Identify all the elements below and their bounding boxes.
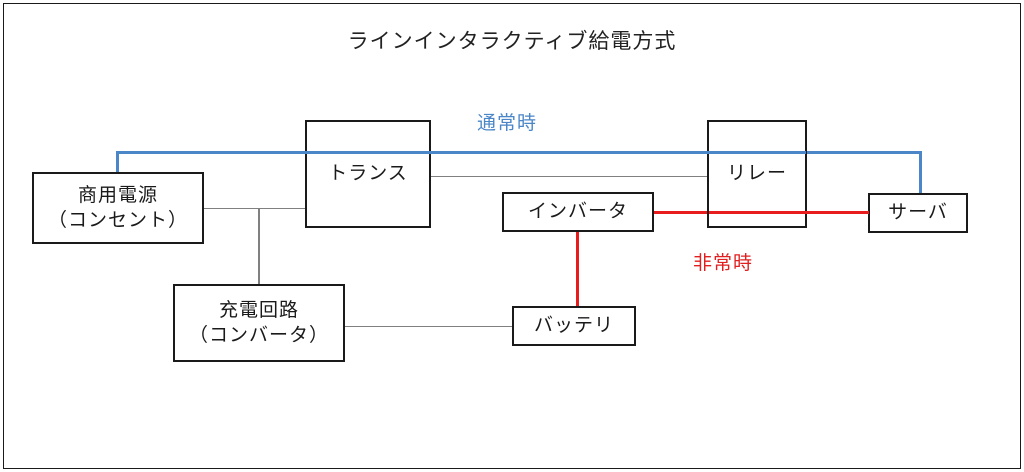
wire-normal-main-run [116,151,806,154]
node-inverter[interactable]: インバータ [502,192,654,232]
node-charger-line2: （コンバータ） [188,324,329,346]
wire-emergency-inverter-to-relay [653,211,709,214]
wire-charger-to-battery [345,325,513,327]
node-battery-label: バッテリ [533,314,614,337]
node-charger-line1: 充電回路 [218,298,299,321]
wire-emergency-relay-to-server [709,211,869,214]
node-inverter-label: インバータ [527,200,628,223]
wire-mains-branch-down [258,207,260,285]
node-transformer[interactable]: トランス [305,120,431,228]
node-server-label: サーバ [888,201,948,224]
node-relay-label: リレー [726,162,787,185]
legend-emergency-label: 非常時 [693,252,754,274]
node-transformer-label: トランス [328,162,408,185]
wire-emergency-battery-to-inverter [576,231,579,307]
wire-mains-to-transformer [204,207,307,209]
node-relay[interactable]: リレー [707,120,807,228]
wire-transformer-to-relay [430,175,708,177]
node-mains-line2: （コンセント） [47,209,188,231]
wire-normal-relay-to-server-run [806,151,922,154]
node-charger[interactable]: 充電回路 （コンバータ） [173,284,345,362]
node-mains[interactable]: 商用電源 （コンセント） [32,172,204,244]
wire-normal-mains-riser [116,151,119,173]
diagram-title: ラインインタラクティブ給電方式 [347,29,677,53]
wire-normal-server-dropper [919,151,922,194]
legend-normal-label: 通常時 [477,112,538,134]
node-mains-line1: 商用電源 [77,183,158,206]
node-battery[interactable]: バッテリ [512,306,636,346]
node-server[interactable]: サーバ [868,193,968,233]
